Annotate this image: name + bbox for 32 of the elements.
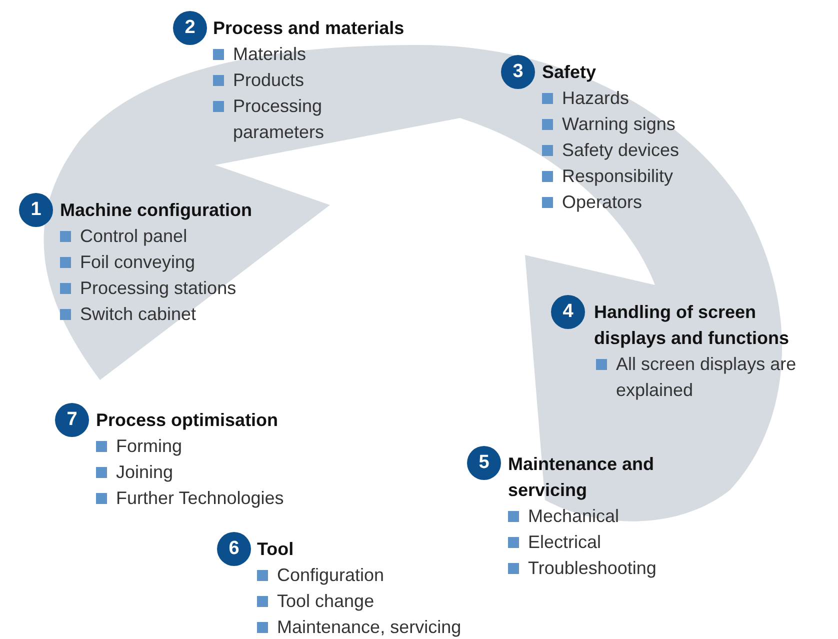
number-badge: 6 — [217, 532, 251, 566]
list-item: Tool change — [257, 588, 517, 614]
list-item: Electrical — [508, 529, 658, 555]
list-item: Forming — [96, 433, 336, 459]
number-badge: 7 — [55, 403, 89, 437]
list-item: Hazards — [542, 85, 742, 111]
list-item: Operators — [542, 189, 742, 215]
number-badge: 5 — [467, 446, 501, 480]
topic-heading: Handling of screen displays and functions — [594, 301, 790, 350]
list-item: Safety devices — [542, 137, 742, 163]
list-item: Further Technologies — [96, 485, 336, 511]
topic-heading: Maintenance and servicing — [508, 453, 656, 502]
list-item: Maintenance, servicing — [257, 614, 517, 639]
list-item: Products — [213, 67, 353, 93]
list-item: All screen displays are explained — [596, 351, 816, 403]
topic-heading: Tool — [257, 538, 295, 561]
list-item: Warning signs — [542, 111, 742, 137]
topic-heading: Process optimisation — [96, 409, 280, 432]
list-item: Materials — [213, 41, 353, 67]
list-item: Joining — [96, 459, 336, 485]
number-badge: 1 — [19, 193, 53, 227]
list-item: Switch cabinet — [60, 301, 320, 327]
list-item: Responsibility — [542, 163, 742, 189]
list-item: Mechanical — [508, 503, 658, 529]
list-item: Processing stations — [60, 275, 320, 301]
topic-heading: Machine configuration — [60, 199, 254, 222]
list-item: Control panel — [60, 223, 320, 249]
topic-heading: Process and materials — [213, 17, 406, 40]
topic-heading: Safety — [542, 61, 598, 84]
list-item: Foil conveying — [60, 249, 320, 275]
number-badge: 2 — [173, 11, 207, 45]
list-item: Processing parameters — [213, 93, 353, 145]
